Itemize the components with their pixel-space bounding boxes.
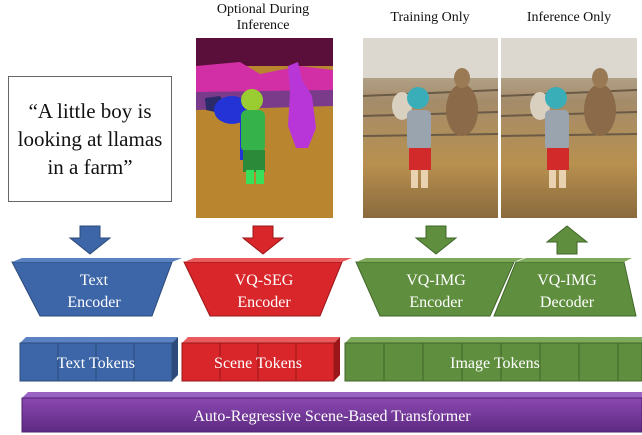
- vq-img-decoder: VQ-IMG Decoder: [493, 258, 637, 317]
- vq-img-encoder: VQ-IMG Encoder: [355, 258, 524, 317]
- text-encoder-line1: Text: [80, 272, 109, 289]
- segmentation-label: Optional During Inference: [216, 2, 310, 33]
- vq-img-encoder-line1: VQ-IMG: [406, 272, 466, 289]
- text-tokens-bar: Text Tokens: [19, 337, 178, 382]
- transformer-label: Auto-Regressive Scene-Based Transformer: [193, 408, 471, 425]
- arrow-up-img-decoder: [545, 225, 589, 255]
- training-only-label: Training Only: [390, 10, 470, 25]
- transformer-bar: Auto-Regressive Scene-Based Transformer: [21, 392, 642, 433]
- arrow-down-text: [68, 225, 112, 255]
- training-photo: [362, 38, 499, 218]
- image-tokens-bar: Image Tokens: [344, 337, 642, 382]
- text-encoder-line2: Encoder: [67, 294, 121, 311]
- text-encoder: Text Encoder: [11, 258, 182, 317]
- vq-seg-line2: Encoder: [237, 294, 291, 311]
- text-prompt: “A little boy is looking at llamas in a …: [17, 99, 163, 179]
- vq-img-encoder-line2: Encoder: [409, 294, 463, 311]
- image-tokens-label: Image Tokens: [450, 355, 540, 372]
- segmentation-map-image: [196, 38, 333, 218]
- scene-tokens-label: Scene Tokens: [214, 355, 302, 372]
- inference-photo: [500, 38, 638, 218]
- vq-seg-encoder: VQ-SEG Encoder: [183, 258, 352, 317]
- vq-img-decoder-line1: VQ-IMG: [537, 272, 597, 289]
- arrow-down-img-encoder: [414, 225, 458, 255]
- inference-only-label: Inference Only: [526, 10, 612, 25]
- arrow-down-seg: [241, 225, 285, 255]
- vq-seg-line1: VQ-SEG: [235, 272, 294, 289]
- vq-img-decoder-line2: Decoder: [540, 294, 595, 311]
- text-prompt-box: “A little boy is looking at llamas in a …: [8, 76, 172, 202]
- scene-tokens-bar: Scene Tokens: [181, 337, 340, 382]
- text-tokens-label: Text Tokens: [57, 355, 135, 372]
